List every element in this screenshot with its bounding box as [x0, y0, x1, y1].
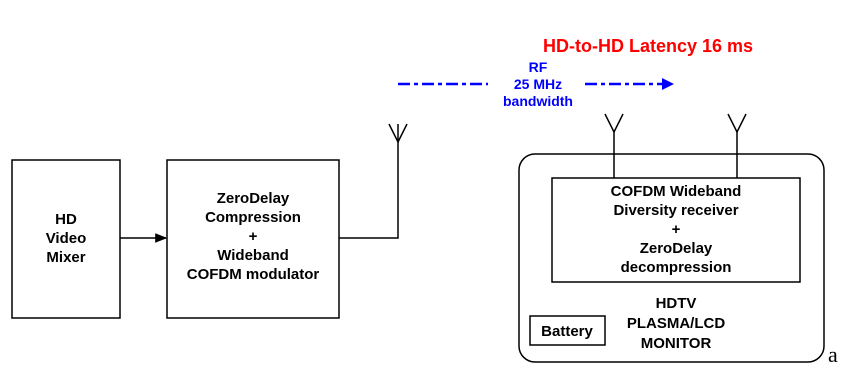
- encoder-label-line: COFDM modulator: [187, 266, 320, 283]
- mixer-label-line: Mixer: [46, 249, 85, 266]
- receiver-label-line: COFDM Wideband: [611, 183, 742, 200]
- battery-label: Battery: [541, 323, 593, 340]
- encoder-label-line: +: [249, 228, 258, 245]
- encoder-label-line: ZeroDelay: [217, 190, 290, 207]
- mixer-label-line: HD: [55, 211, 77, 228]
- mixer-label-line: Video: [46, 230, 87, 247]
- rf-label-line: 25 MHz: [514, 76, 562, 92]
- monitor-label-line: HDTV: [656, 295, 697, 312]
- hd-video-mixer-box: HD Video Mixer: [11, 159, 121, 319]
- receiver-label-line: Diversity receiver: [613, 202, 738, 219]
- monitor-label: HDTV PLASMA/LCD MONITOR: [627, 295, 725, 352]
- corner-mark: a: [828, 342, 838, 367]
- encoder-box: ZeroDelay Compression + Wideband COFDM m…: [166, 159, 340, 319]
- latency-title: HD-to-HD Latency 16 ms: [543, 36, 753, 56]
- rf-label-line: bandwidth: [503, 93, 573, 109]
- transmit-antenna-icon: [388, 123, 408, 143]
- rf-label: RF 25 MHz bandwidth: [503, 59, 573, 109]
- receiver-label-line: +: [672, 221, 681, 238]
- rf-dashed-arrow: [398, 78, 674, 90]
- receive-antenna-left-icon: [604, 113, 624, 178]
- transmitter-feed-line: [339, 140, 399, 239]
- receive-antenna-right-icon: [727, 113, 747, 178]
- monitor-label-line: PLASMA/LCD: [627, 315, 725, 332]
- receiver-label-line: decompression: [621, 259, 732, 276]
- encoder-label-line: Compression: [205, 209, 301, 226]
- encoder-label-line: Wideband: [217, 247, 289, 264]
- receiver-box: COFDM Wideband Diversity receiver + Zero…: [551, 177, 801, 283]
- monitor-label-line: MONITOR: [641, 335, 712, 352]
- battery-box: Battery: [529, 315, 606, 346]
- receiver-label-line: ZeroDelay: [640, 240, 713, 257]
- rf-label-line: RF: [529, 59, 548, 75]
